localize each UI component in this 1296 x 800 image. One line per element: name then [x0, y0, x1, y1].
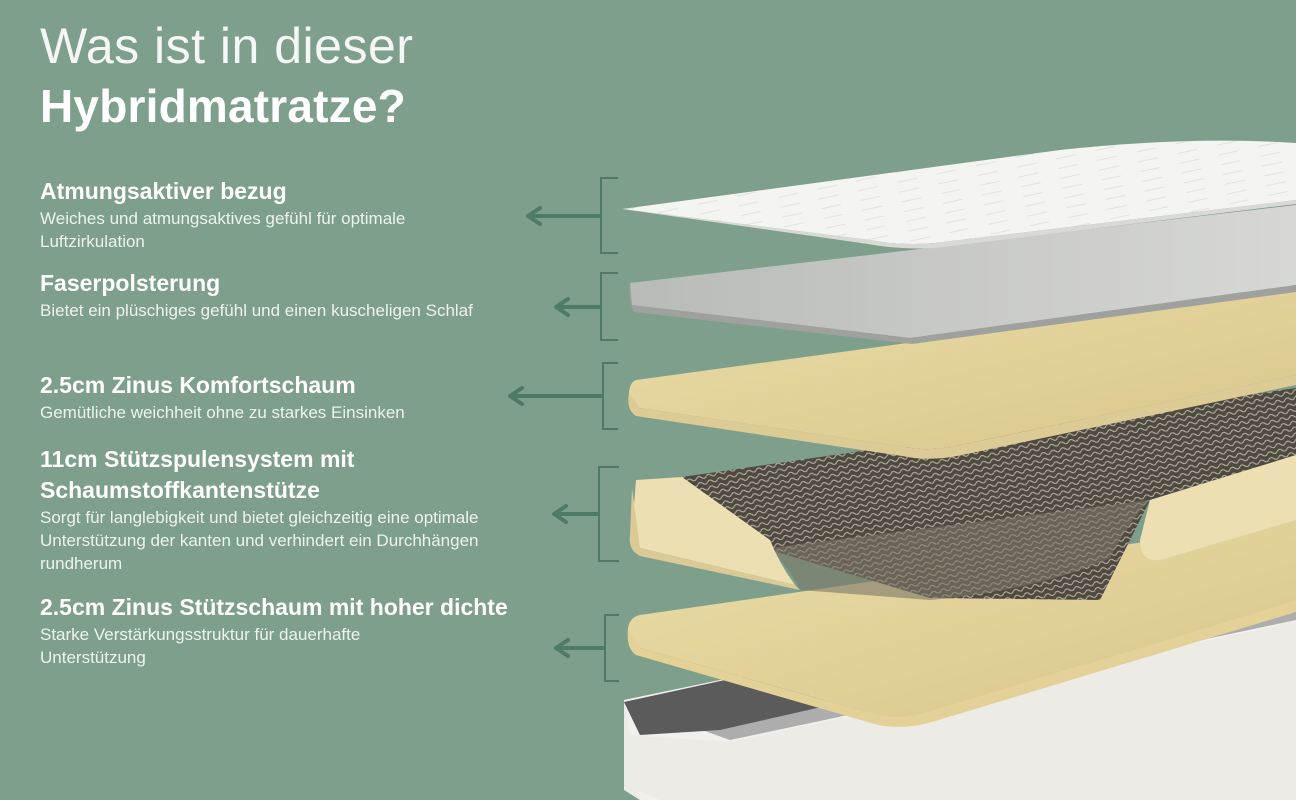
layer-description: Sorgt für langlebigkeit und bietet gleic…: [40, 508, 479, 573]
title-line-bold: Hybridmatratze?: [40, 79, 406, 132]
layer-comfort-foam: 2.5cm Zinus Komfortschaum Gemütliche wei…: [40, 370, 560, 424]
bracket-arrow-support: [554, 614, 619, 682]
layer-title: Atmungsaktiver bezug: [40, 178, 287, 204]
page-title: Was ist in dieser Hybridmatratze?: [40, 18, 413, 132]
support-foam-layer: [627, 520, 1296, 727]
layer-description: Bietet ein plüschiges gefühl und einen k…: [40, 301, 473, 320]
layer-cover: Atmungsaktiver bezug Weiches und atmungs…: [40, 176, 560, 253]
fiber-padding-layer: [629, 205, 1296, 344]
bracket-arrow-fiber: [554, 272, 618, 341]
layer-coil-system: 11cm Stützspulensystem mit Schaumstoffka…: [40, 444, 560, 575]
layer-description: Gemütliche weichheit ohne zu starkes Ein…: [40, 403, 405, 422]
layer-title: 11cm Stützspulensystem mit Schaumstoffka…: [40, 446, 355, 503]
layer-title: Faserpolsterung: [40, 270, 221, 296]
bracket-arrow-coil: [552, 466, 619, 562]
bracket-arrow-comfort: [508, 362, 618, 430]
layer-fiber-padding: Faserpolsterung Bietet ein plüschiges ge…: [40, 268, 560, 322]
coil-layer: [629, 388, 1296, 600]
cover-layer: [622, 140, 1296, 249]
title-line-light: Was ist in dieser: [40, 18, 414, 74]
layer-description: Weiches und atmungsaktives gefühl für op…: [40, 209, 406, 251]
layer-support-foam: 2.5cm Zinus Stützschaum mit hoher dichte…: [40, 592, 560, 669]
layer-title: 2.5cm Zinus Stützschaum mit hoher dichte: [40, 594, 508, 620]
layer-title: 2.5cm Zinus Komfortschaum: [40, 372, 356, 398]
comfort-foam-layer: [628, 290, 1296, 459]
layer-description: Starke Verstärkungsstruktur für dauerhaf…: [40, 625, 361, 667]
bracket-arrow-cover: [526, 177, 618, 254]
